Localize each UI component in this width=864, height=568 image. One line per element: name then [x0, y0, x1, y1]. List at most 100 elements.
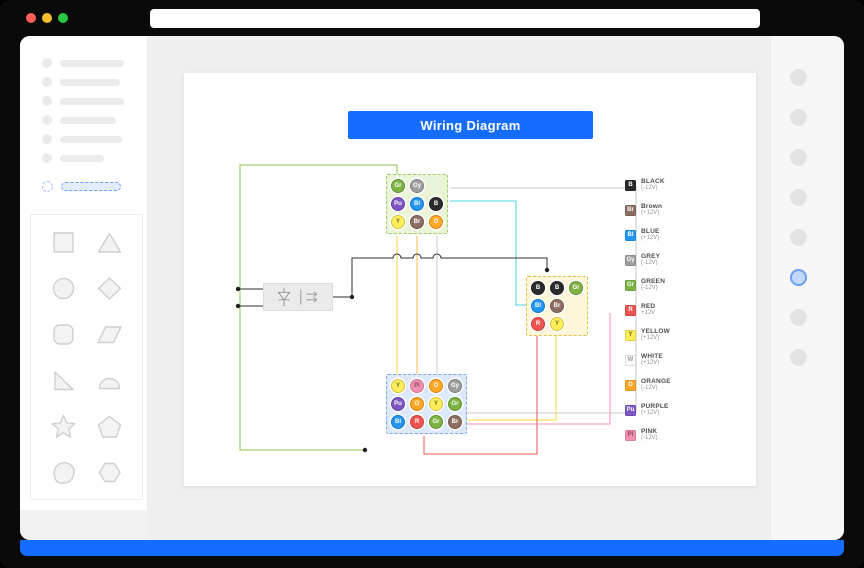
list-item-bar: [60, 97, 124, 105]
pin-O[interactable]: O: [410, 397, 424, 411]
pin-Gr[interactable]: Gr: [391, 179, 405, 193]
pin-R[interactable]: R: [410, 415, 424, 429]
shape-diamond[interactable]: [94, 273, 124, 303]
shape-square[interactable]: [49, 227, 79, 257]
maximize-button[interactable]: [58, 13, 68, 23]
selected-item-pill: [61, 182, 121, 191]
pin-Bl[interactable]: Bl: [410, 197, 424, 211]
legend-voltage: (+12V): [641, 410, 660, 416]
active-layer-row[interactable]: [42, 181, 147, 192]
legend-swatch: Gy: [625, 254, 636, 266]
rail-button-3[interactable]: [790, 149, 807, 166]
pin-row: Y Br O: [391, 215, 443, 229]
pin-Gy[interactable]: Gy: [410, 179, 424, 193]
shape-wedge[interactable]: [49, 365, 79, 395]
legend-voltage: (-12V): [641, 435, 658, 441]
pin-row: Bl Br: [531, 299, 583, 313]
rail-button-8[interactable]: [790, 349, 807, 366]
pin-B[interactable]: B: [429, 197, 443, 211]
rail-button-1[interactable]: [790, 69, 807, 86]
rail-button-6[interactable]: [790, 269, 807, 286]
pin-Gy[interactable]: Gy: [448, 379, 462, 393]
pin-B[interactable]: B: [550, 281, 564, 295]
pin-Y[interactable]: Y: [429, 397, 443, 411]
legend-swatch: Br: [625, 204, 636, 216]
legend-swatch: W: [625, 354, 636, 366]
pin-O[interactable]: O: [429, 379, 443, 393]
legend-voltage: +12V: [641, 310, 656, 316]
legend-name: Brown: [641, 203, 663, 210]
pin-Y[interactable]: Y: [391, 379, 405, 393]
list-item-bar: [60, 154, 104, 162]
wire-segment[interactable]: [466, 336, 557, 421]
wire-segment[interactable]: [333, 253, 548, 298]
pin-Br[interactable]: Br: [550, 299, 564, 313]
rail-button-7[interactable]: [790, 309, 807, 326]
legend-name: BLACK: [641, 178, 665, 185]
diamond-icon: [97, 276, 121, 300]
pin-Pu[interactable]: Pu: [391, 197, 405, 211]
minimize-button[interactable]: [42, 13, 52, 23]
pin-Y[interactable]: Y: [550, 317, 564, 331]
close-button[interactable]: [26, 13, 36, 23]
legend-voltage: (-12V): [641, 385, 658, 391]
pin-Gr[interactable]: Gr: [429, 415, 443, 429]
optocoupler-component[interactable]: [263, 283, 333, 311]
junction-dot: [544, 267, 550, 273]
shape-star[interactable]: [49, 411, 79, 441]
junction-dot: [349, 294, 355, 300]
pin-Bl[interactable]: Bl: [391, 415, 405, 429]
shape-parallelogram[interactable]: [94, 319, 124, 349]
pin-row: Pu Bl B: [391, 197, 443, 211]
wire-segment[interactable]: [239, 164, 398, 451]
list-item-dot: [42, 134, 52, 144]
shape-rounded-square[interactable]: [49, 319, 79, 349]
pin-Pi[interactable]: Pi: [410, 379, 424, 393]
shape-circle[interactable]: [49, 273, 79, 303]
legend-name: RED: [641, 303, 656, 310]
pin-Gr[interactable]: Gr: [448, 397, 462, 411]
rail-button-2[interactable]: [790, 109, 807, 126]
pin-R[interactable]: R: [531, 317, 545, 331]
pin-Br[interactable]: Br: [448, 415, 462, 429]
junction-dot: [235, 303, 241, 309]
list-item: [42, 96, 147, 106]
diagram-title-banner[interactable]: Wiring Diagram: [348, 111, 593, 139]
pin-Bl[interactable]: Bl: [531, 299, 545, 313]
rail-button-4[interactable]: [790, 189, 807, 206]
wire-segment[interactable]: [450, 187, 637, 414]
legend-voltage: (-12V): [641, 185, 658, 191]
wire-segment[interactable]: [423, 336, 538, 455]
legend-text: BLACK(-12V): [641, 178, 665, 192]
shape-pentagon[interactable]: [94, 411, 124, 441]
pin-O[interactable]: O: [429, 215, 443, 229]
list-item: [42, 77, 147, 87]
pin-B[interactable]: B: [531, 281, 545, 295]
pin-Y[interactable]: Y: [391, 215, 405, 229]
pin-Gr[interactable]: Gr: [569, 281, 583, 295]
title-bar-field[interactable]: [150, 9, 760, 28]
shape-hexagon[interactable]: [94, 457, 124, 487]
pin-Br[interactable]: Br: [410, 215, 424, 229]
wire-segment[interactable]: [450, 200, 526, 306]
list-item-dot: [42, 58, 52, 68]
rail-button-5[interactable]: [790, 229, 807, 246]
list-item-bar: [60, 135, 122, 143]
semicircle-icon: [98, 377, 120, 389]
shape-semicircle[interactable]: [94, 365, 124, 395]
list-item-dot: [42, 96, 52, 106]
shape-blob[interactable]: [49, 457, 79, 487]
pin-Pu[interactable]: Pu: [391, 397, 405, 411]
wire-segment[interactable]: [466, 313, 611, 425]
shape-triangle[interactable]: [94, 227, 124, 257]
